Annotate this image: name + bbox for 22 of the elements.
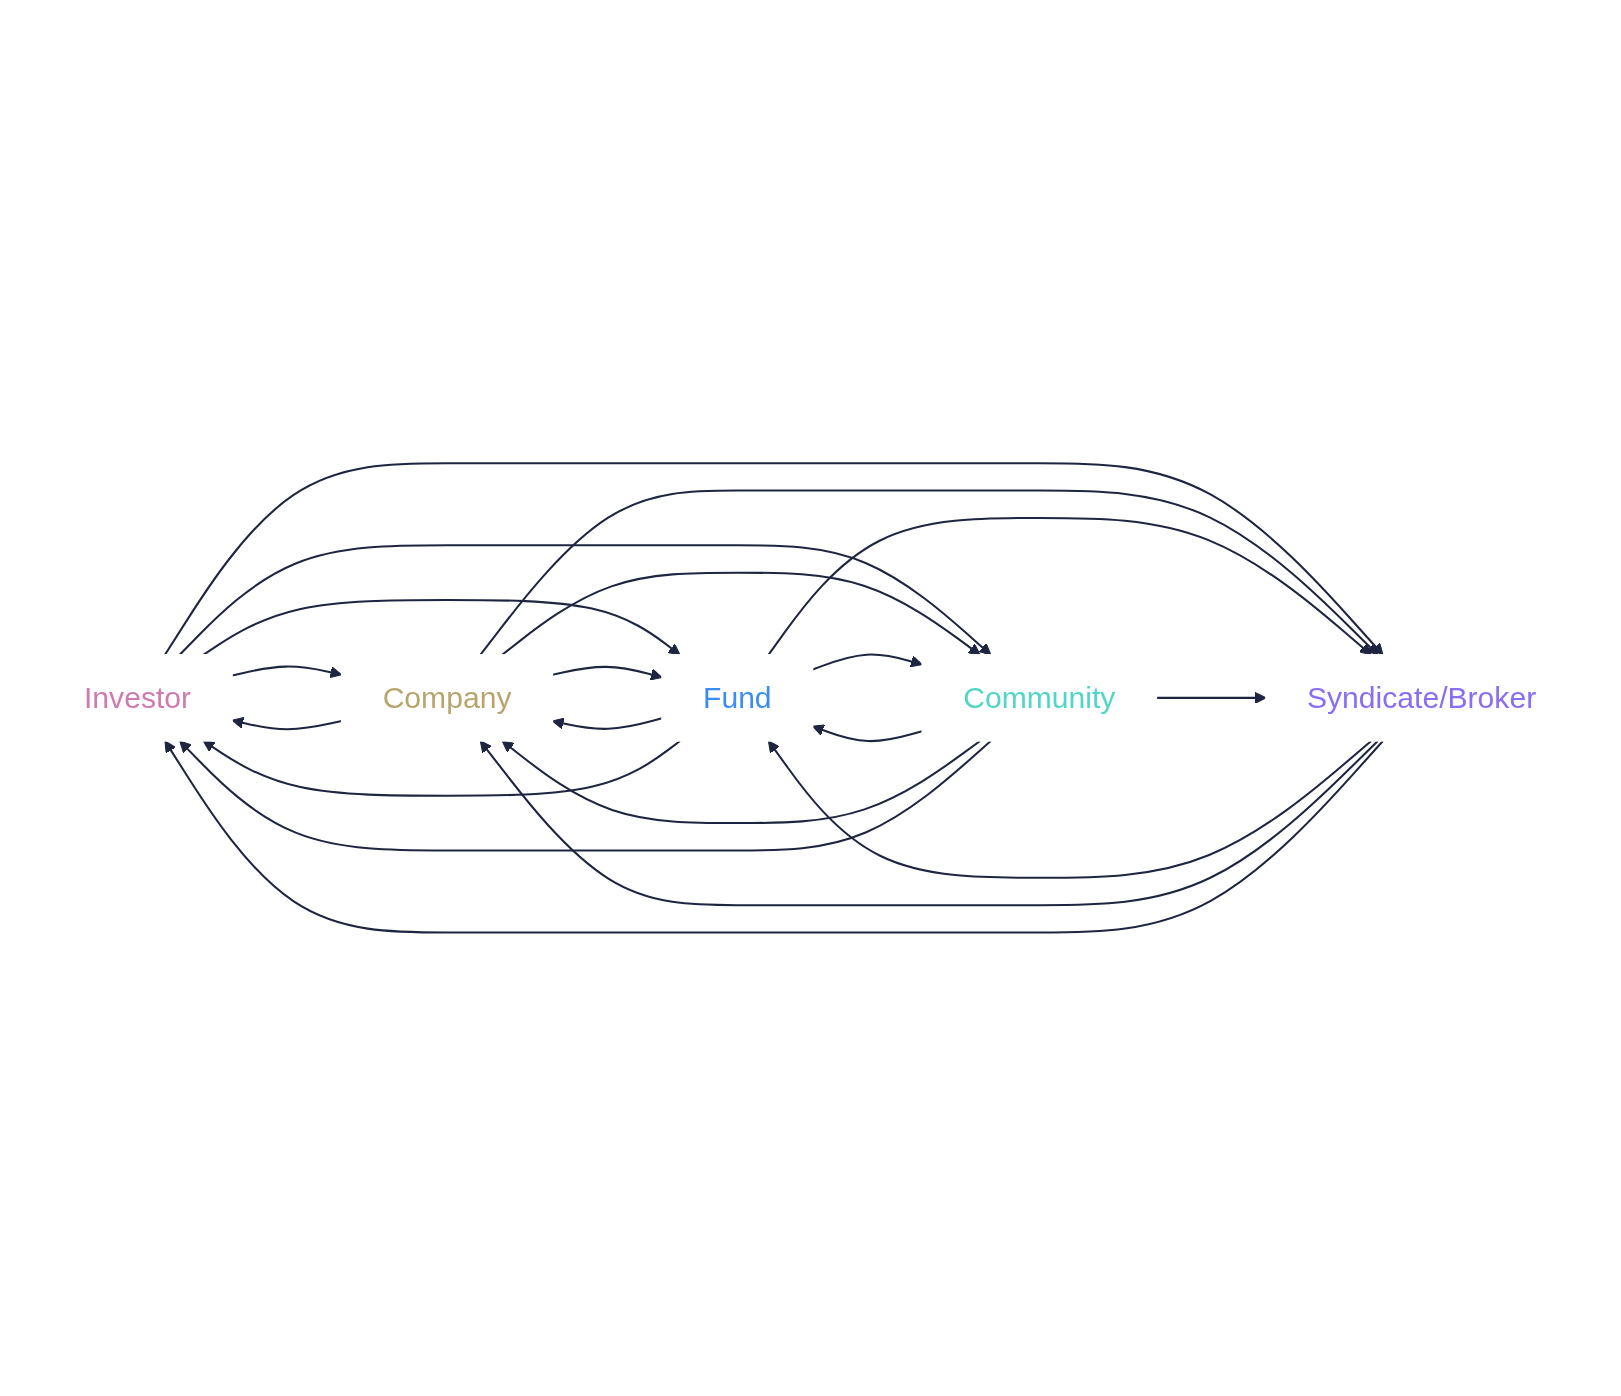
arrow xyxy=(479,489,1379,656)
node-text: Company xyxy=(383,680,512,716)
arrow xyxy=(502,740,982,825)
arrow xyxy=(232,716,343,731)
arrow xyxy=(768,740,1373,879)
arrow xyxy=(179,740,992,852)
arrow xyxy=(164,462,1384,656)
node-text: Fund xyxy=(703,680,773,716)
arrow xyxy=(768,517,1373,656)
node-text: Community xyxy=(963,680,1116,716)
arrow xyxy=(480,740,1379,907)
arrow xyxy=(179,544,992,656)
node-text: Syndicate/Broker xyxy=(1307,680,1537,716)
arrow xyxy=(203,599,681,656)
arrow xyxy=(232,665,343,679)
arrow xyxy=(552,666,663,681)
arrow xyxy=(552,717,663,731)
node-text: Investor xyxy=(84,680,192,716)
arrow xyxy=(164,740,1385,934)
arrow xyxy=(501,571,982,656)
arrow xyxy=(203,740,682,797)
arrow xyxy=(1156,692,1267,704)
